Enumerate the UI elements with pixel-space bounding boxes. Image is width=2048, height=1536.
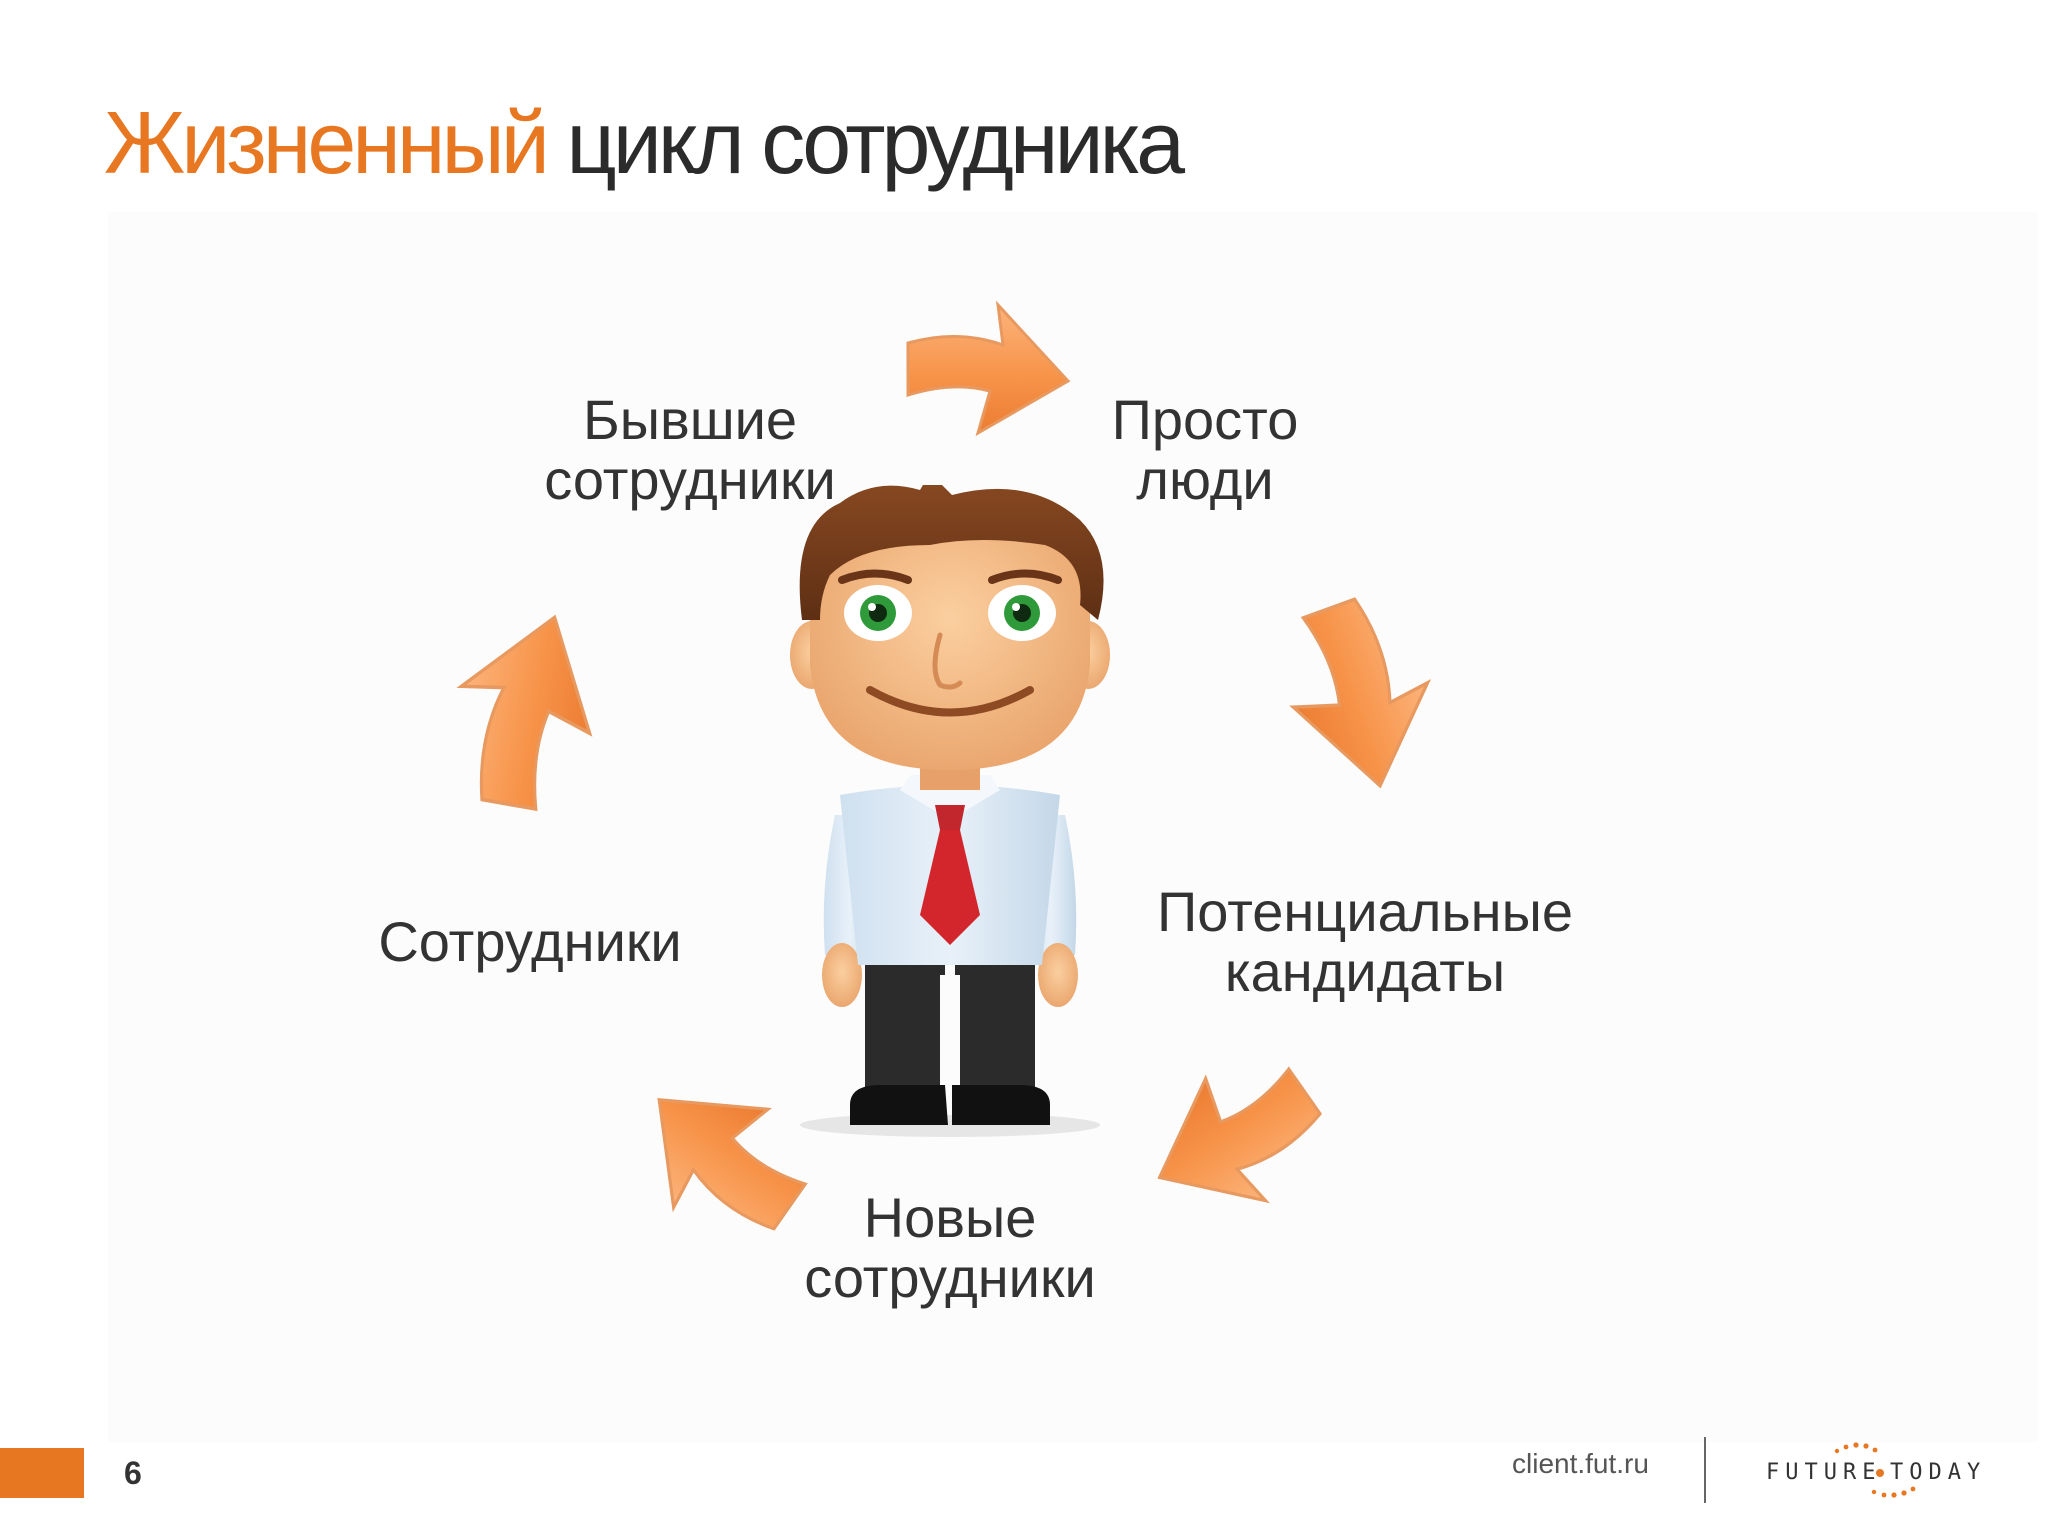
arrow-candidates-to-new bbox=[1126, 1034, 1345, 1245]
site-url: client.fut.ru bbox=[1512, 1448, 1649, 1479]
stage-employees: Сотрудники bbox=[378, 910, 682, 973]
future-today-logo: FUTURE TODAY bbox=[1762, 1440, 1982, 1510]
arrow-employees-to-former bbox=[440, 601, 611, 818]
stage-potential-candidates: Потенциальные кандидаты bbox=[1157, 880, 1573, 1003]
arrow-former-to-people bbox=[906, 303, 1070, 435]
footer-accent-bar bbox=[0, 1448, 84, 1498]
footer-divider bbox=[1704, 1437, 1706, 1503]
stage-new-employees: Новые сотрудники bbox=[804, 1186, 1096, 1309]
title-rest: цикл сотрудника bbox=[545, 93, 1185, 192]
logo-text-future: FUTURE bbox=[1766, 1460, 1882, 1485]
arrow-people-to-candidates bbox=[1264, 583, 1457, 807]
employee-illustration bbox=[790, 485, 1110, 1137]
slide-title: Жизненный цикл сотрудника bbox=[104, 92, 1185, 194]
stage-just-people: Просто люди bbox=[1111, 388, 1299, 511]
title-accent: Жизненный bbox=[104, 93, 550, 192]
content-background bbox=[108, 212, 2038, 1442]
stage-former-employees: Бывшие сотрудники bbox=[544, 388, 836, 511]
page-number: 6 bbox=[124, 1455, 142, 1491]
logo-text-today: TODAY bbox=[1890, 1460, 1987, 1485]
logo-dots-icon bbox=[1834, 1442, 1916, 1498]
